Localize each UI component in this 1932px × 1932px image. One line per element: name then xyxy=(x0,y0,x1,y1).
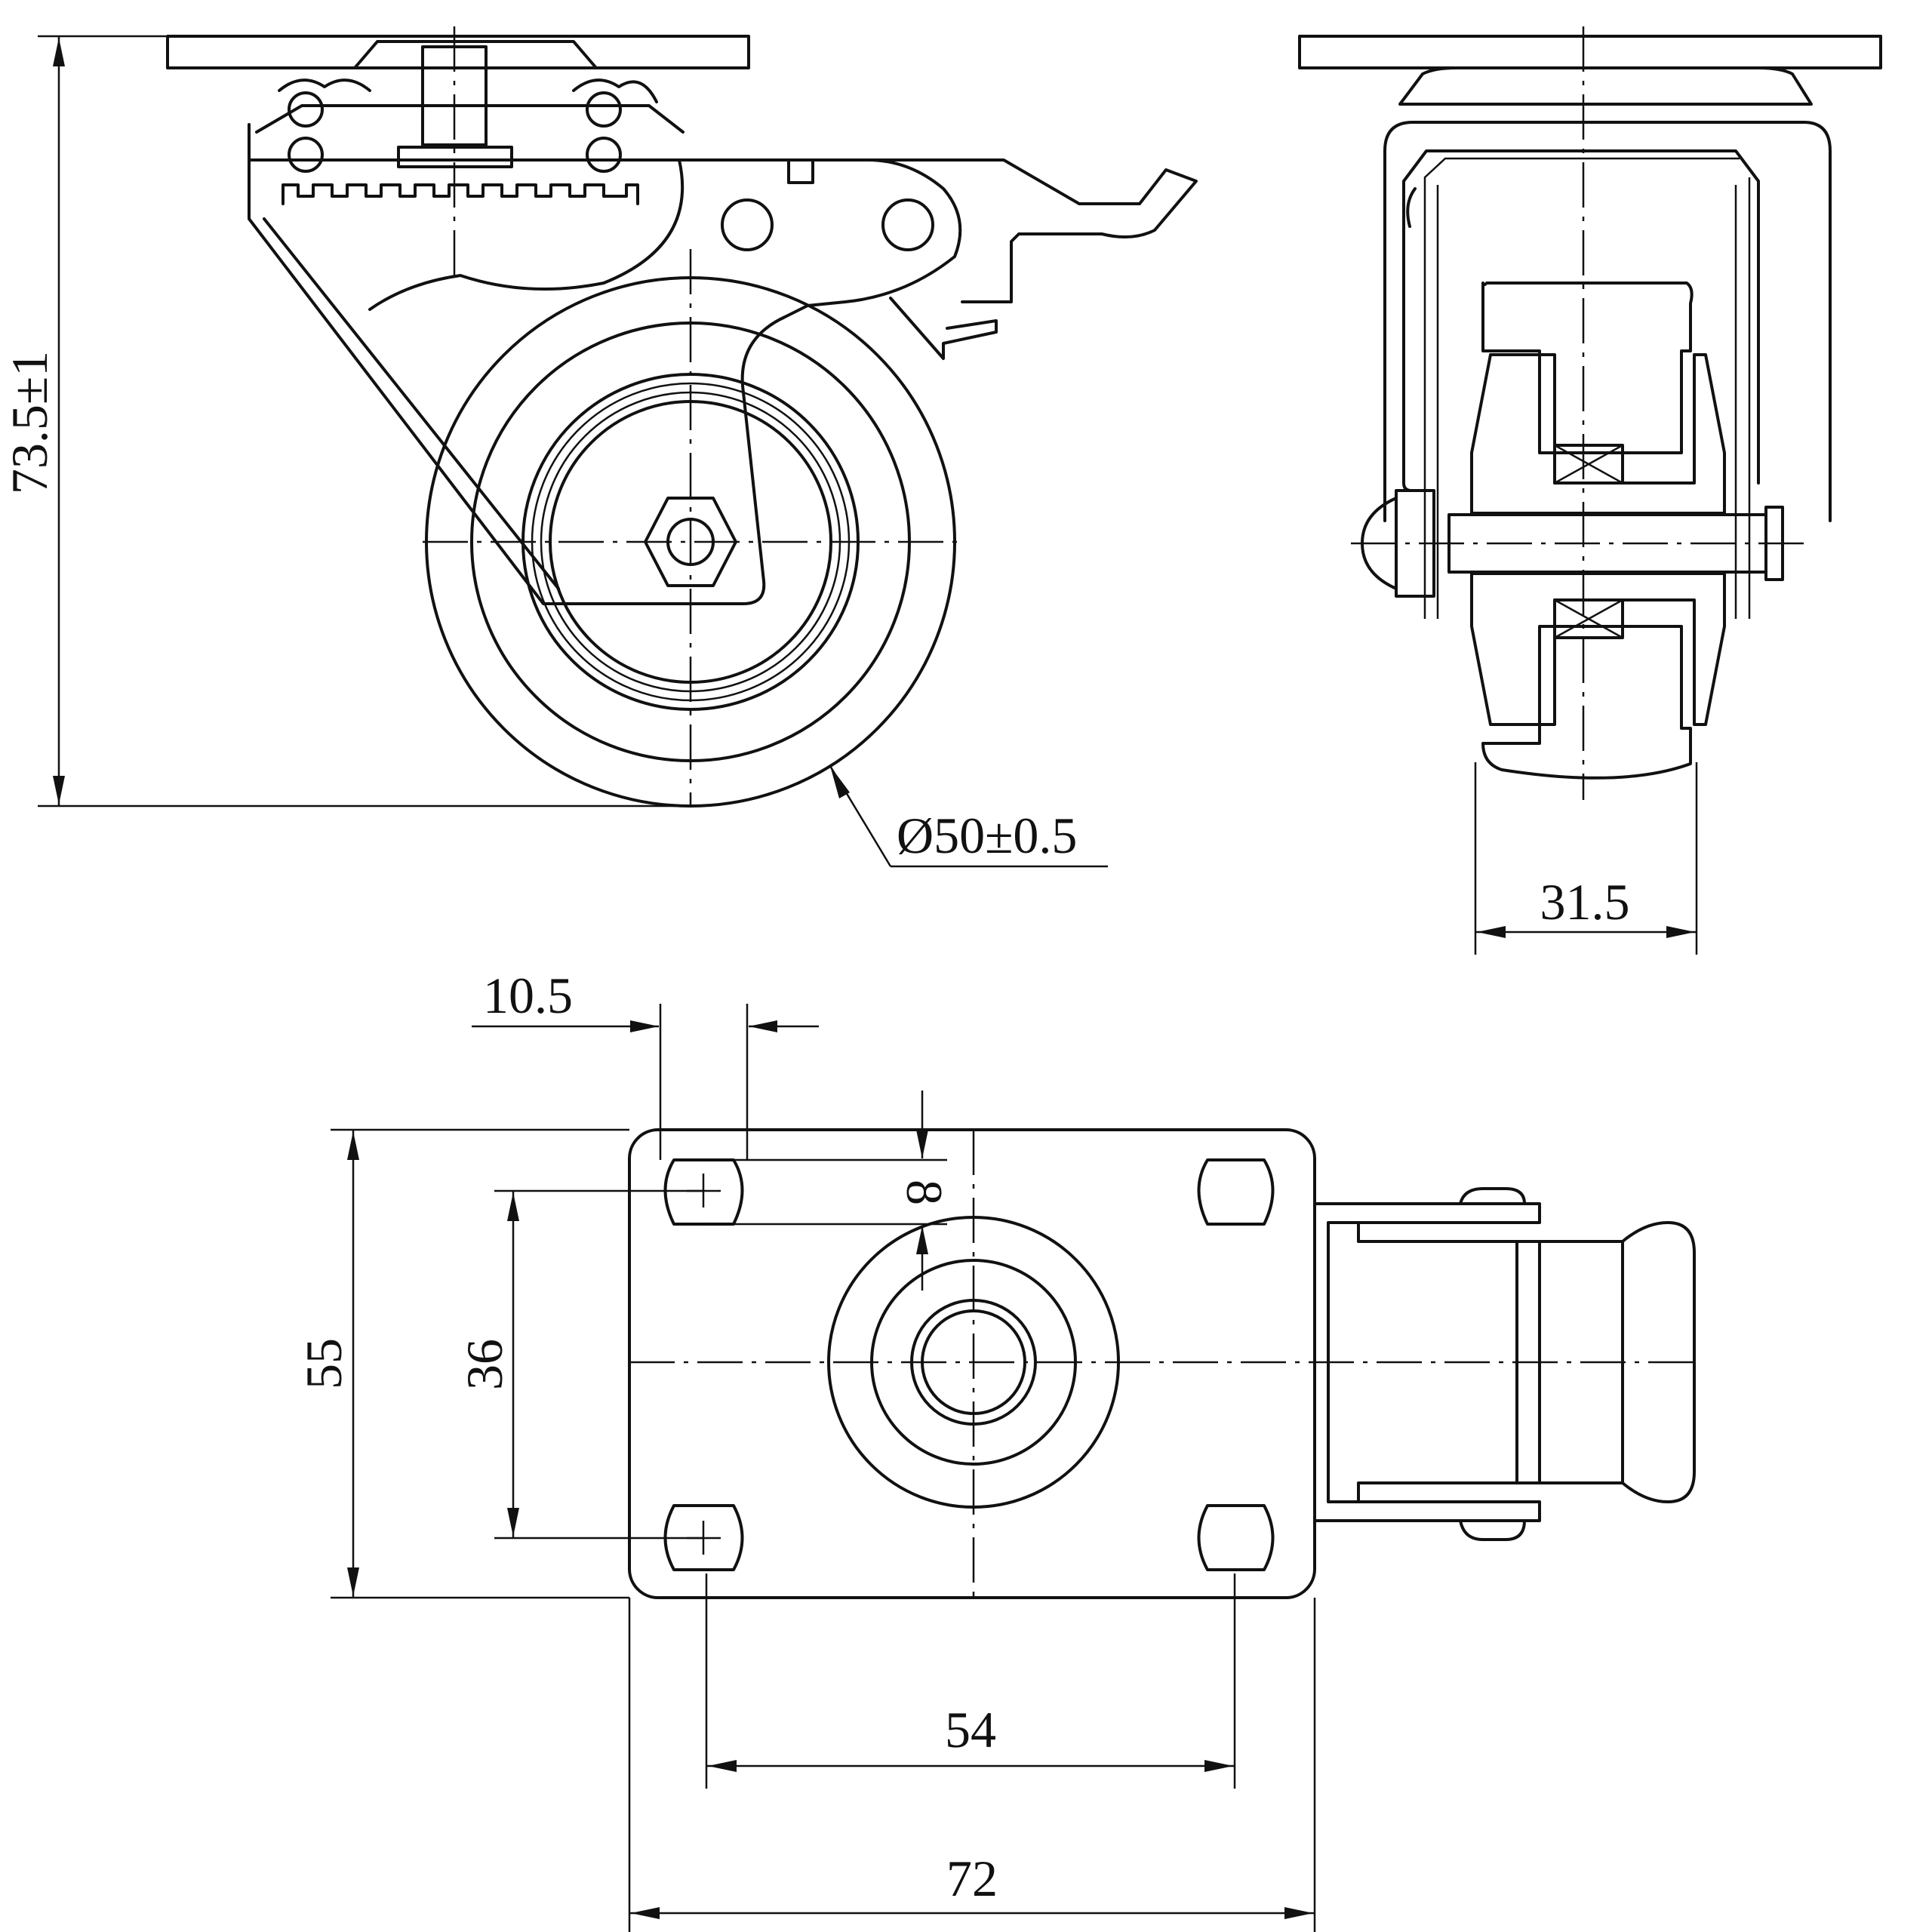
hole-spacing-long-label: 54 xyxy=(945,1701,996,1758)
side-ball-right xyxy=(586,91,622,128)
side-serrated-ring xyxy=(281,183,639,205)
side-fork xyxy=(248,123,962,605)
front-fork-inner xyxy=(1402,149,1760,492)
top-brake-tab-bottom xyxy=(1459,1519,1526,1541)
hole-spacing-short-label: 36 xyxy=(456,1339,513,1390)
front-top-plate xyxy=(1298,35,1882,69)
front-fork-outer xyxy=(1383,121,1832,522)
plate-length-label: 72 xyxy=(946,1850,998,1907)
front-brake-tab xyxy=(1406,187,1417,228)
dim-overall-height: 73.5±1 xyxy=(1,35,691,808)
front-hub xyxy=(1470,353,1726,515)
dim-hole-offset: 10.5 xyxy=(472,967,819,1160)
wheel-diameter-label: Ø50±0.5 xyxy=(897,807,1077,864)
front-hub-lower xyxy=(1470,572,1726,726)
top-hole-br xyxy=(1197,1504,1275,1571)
top-brake-tab-top xyxy=(1459,1187,1526,1205)
front-bearing-top xyxy=(1553,444,1624,485)
dim-plate-length: 72 xyxy=(628,1598,1316,1932)
dim-hole-size: 8 xyxy=(706,1091,953,1291)
hole-offset-label: 10.5 xyxy=(483,967,573,1024)
side-view xyxy=(166,26,1198,808)
side-hole-1 xyxy=(721,198,774,251)
side-brake-shoe xyxy=(889,297,998,360)
side-fork-edge xyxy=(263,217,560,590)
front-fork-leg-left xyxy=(1423,157,1740,619)
side-ball-left xyxy=(288,91,324,128)
dim-wheel-diameter: Ø50±0.5 xyxy=(829,765,1108,868)
side-swivel-housing xyxy=(255,40,685,134)
side-fork-curve xyxy=(368,158,685,311)
front-view xyxy=(1298,26,1882,800)
dim-hole-spacing-short: 36 xyxy=(456,1189,703,1540)
overall-height-label: 73.5±1 xyxy=(1,351,58,494)
top-hole-tr xyxy=(1197,1158,1275,1226)
top-view xyxy=(628,1128,1698,1599)
front-wheel-section-lower xyxy=(1481,625,1692,780)
wheel-width-label: 31.5 xyxy=(1540,873,1630,931)
side-ball-left-2 xyxy=(288,137,324,173)
side-hole-2 xyxy=(881,198,934,251)
dim-hole-spacing-long: 54 xyxy=(705,1574,1236,1789)
front-bearing-bottom xyxy=(1553,598,1624,639)
dim-wheel-width: 31.5 xyxy=(1474,762,1698,955)
top-hole-bl xyxy=(663,1504,744,1571)
side-ball-right-2 xyxy=(586,137,622,173)
dim-plate-width: 55 xyxy=(295,1128,629,1599)
plate-width-label: 55 xyxy=(295,1338,352,1389)
hole-size-label: 8 xyxy=(896,1180,953,1205)
front-wheel-section xyxy=(1481,281,1694,454)
front-swivel-cap xyxy=(1398,66,1813,106)
side-top-plate xyxy=(166,35,750,69)
top-plate xyxy=(628,1128,1316,1599)
side-brake-lever xyxy=(648,158,1198,303)
side-lever-pin xyxy=(787,158,814,184)
